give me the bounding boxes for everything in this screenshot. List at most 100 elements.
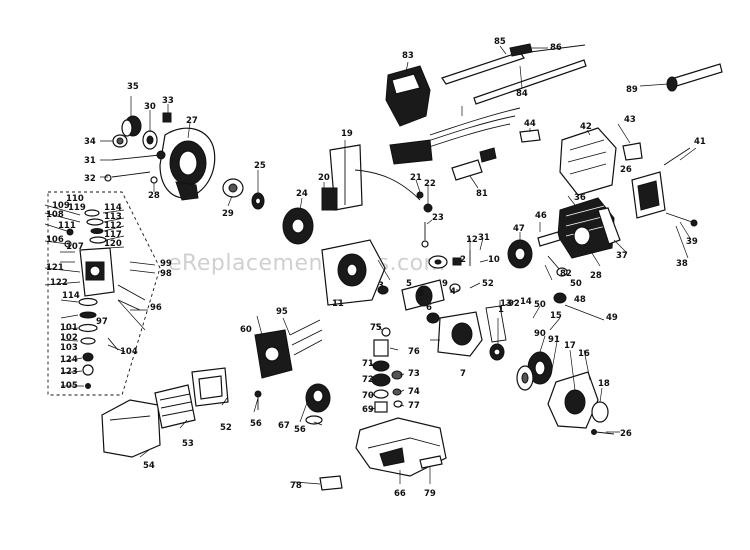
callout-103: 103	[60, 343, 78, 353]
callout-104: 104	[120, 347, 138, 357]
callout-29: 29	[222, 209, 234, 219]
part-42-cylinder-cover	[559, 127, 617, 196]
callout-98: 98	[160, 269, 172, 279]
callout-46: 46	[535, 211, 547, 221]
callout-25: 25	[254, 161, 266, 171]
callout-33: 33	[162, 96, 174, 106]
callout-10: 10	[488, 255, 500, 265]
callout-47: 47	[513, 224, 525, 234]
part-24-flywheel	[282, 207, 314, 245]
part-67-fuel-cap	[305, 383, 331, 413]
callout-42: 42	[580, 122, 592, 132]
callout-101: 101	[60, 323, 78, 333]
callout-91: 91	[548, 335, 560, 345]
part-60-carburetor-adapter	[254, 329, 293, 379]
callout-108: 108	[46, 210, 64, 220]
callout-102: 102	[60, 333, 78, 343]
leader-lines	[44, 45, 697, 485]
callout-82: 82	[560, 269, 572, 279]
callout-77: 77	[408, 401, 420, 411]
part-84-shaft	[473, 59, 587, 105]
callout-71: 71	[362, 359, 374, 369]
callout-50a: 50	[570, 279, 582, 289]
callout-11: 11	[332, 299, 344, 309]
callout-34: 34	[84, 137, 96, 147]
callout-39: 39	[686, 237, 698, 247]
part-25-flywheel-nut	[251, 192, 265, 210]
callout-73: 73	[408, 369, 420, 379]
fuel-pump-stack-71-77	[371, 339, 403, 413]
part-38-muffler	[631, 171, 666, 219]
callout-32: 32	[84, 174, 96, 184]
callout-18: 18	[598, 379, 610, 389]
part-53-filter-element	[154, 384, 196, 429]
part-44-tag	[519, 129, 541, 143]
callout-118: 114	[62, 291, 80, 301]
callout-60: 60	[240, 325, 252, 335]
callout-20: 20	[318, 173, 330, 183]
part-75-fuel-filter	[381, 327, 391, 337]
callout-16: 16	[578, 349, 590, 359]
part-23-plug	[421, 222, 429, 248]
part-27-recoil-housing	[159, 127, 216, 201]
part-39-bolts	[665, 212, 698, 227]
callout-44: 44	[524, 119, 536, 129]
callout-27: 27	[186, 116, 198, 126]
callout-97: 97	[96, 317, 108, 327]
callout-4: 4	[450, 287, 456, 297]
part-41-bolt	[663, 147, 691, 166]
callout-110: 110	[66, 194, 84, 204]
callout-35: 35	[127, 82, 139, 92]
callout-105: 105	[60, 381, 78, 391]
callout-41: 41	[694, 137, 706, 147]
callout-75: 75	[370, 323, 382, 333]
callout-1: 1	[498, 305, 504, 315]
part-18-washer	[591, 401, 609, 423]
callout-90: 90	[534, 329, 546, 339]
part-13-gasket	[485, 305, 507, 343]
callout-labels: 35 33 30 27 34 31 32 28 29 25 24 19 20 2…	[46, 37, 706, 499]
callout-3: 3	[378, 281, 384, 291]
callout-7: 7	[460, 369, 466, 379]
part-21-22-spark-plug	[416, 191, 433, 213]
callout-23: 23	[432, 213, 444, 223]
callout-8: 8	[418, 289, 424, 299]
part-26-screw-lower	[591, 429, 615, 435]
callout-84: 84	[516, 89, 528, 99]
callout-50b: 50	[534, 300, 546, 310]
callout-2: 2	[460, 255, 466, 265]
callout-15: 15	[550, 311, 562, 321]
callout-99: 99	[160, 259, 172, 269]
callout-30: 30	[144, 102, 156, 112]
part-3-bolt	[377, 285, 389, 295]
callout-95: 95	[276, 307, 288, 317]
wiring-harness	[389, 107, 521, 165]
callout-52b: 52	[220, 423, 232, 433]
part-2-nut	[452, 257, 462, 266]
part-43-spark-boot	[622, 142, 643, 161]
part-31-pawl-rod	[111, 150, 166, 161]
callout-49: 49	[606, 313, 618, 323]
callout-54: 54	[143, 461, 155, 471]
callout-78: 78	[290, 481, 302, 491]
part-30-spring	[142, 130, 158, 150]
callout-89: 89	[626, 85, 638, 95]
callout-53: 53	[182, 439, 194, 449]
callout-79: 79	[424, 489, 436, 499]
callout-48: 48	[574, 295, 586, 305]
callout-124: 124	[60, 355, 78, 365]
part-85-throttle-cable	[441, 43, 533, 85]
part-20-ignition-module	[321, 187, 338, 211]
callout-85: 85	[494, 37, 506, 47]
part-68-cap-ring	[305, 415, 323, 425]
callout-86: 86	[550, 43, 562, 53]
part-79-fuel-line-clip	[419, 455, 443, 469]
part-95-carburetor-label	[289, 319, 323, 356]
part-32-screw	[104, 171, 151, 182]
callout-13: 13	[500, 299, 512, 309]
callout-122: 122	[50, 278, 68, 288]
callout-112: 112	[104, 221, 122, 231]
callout-22: 22	[424, 179, 436, 189]
